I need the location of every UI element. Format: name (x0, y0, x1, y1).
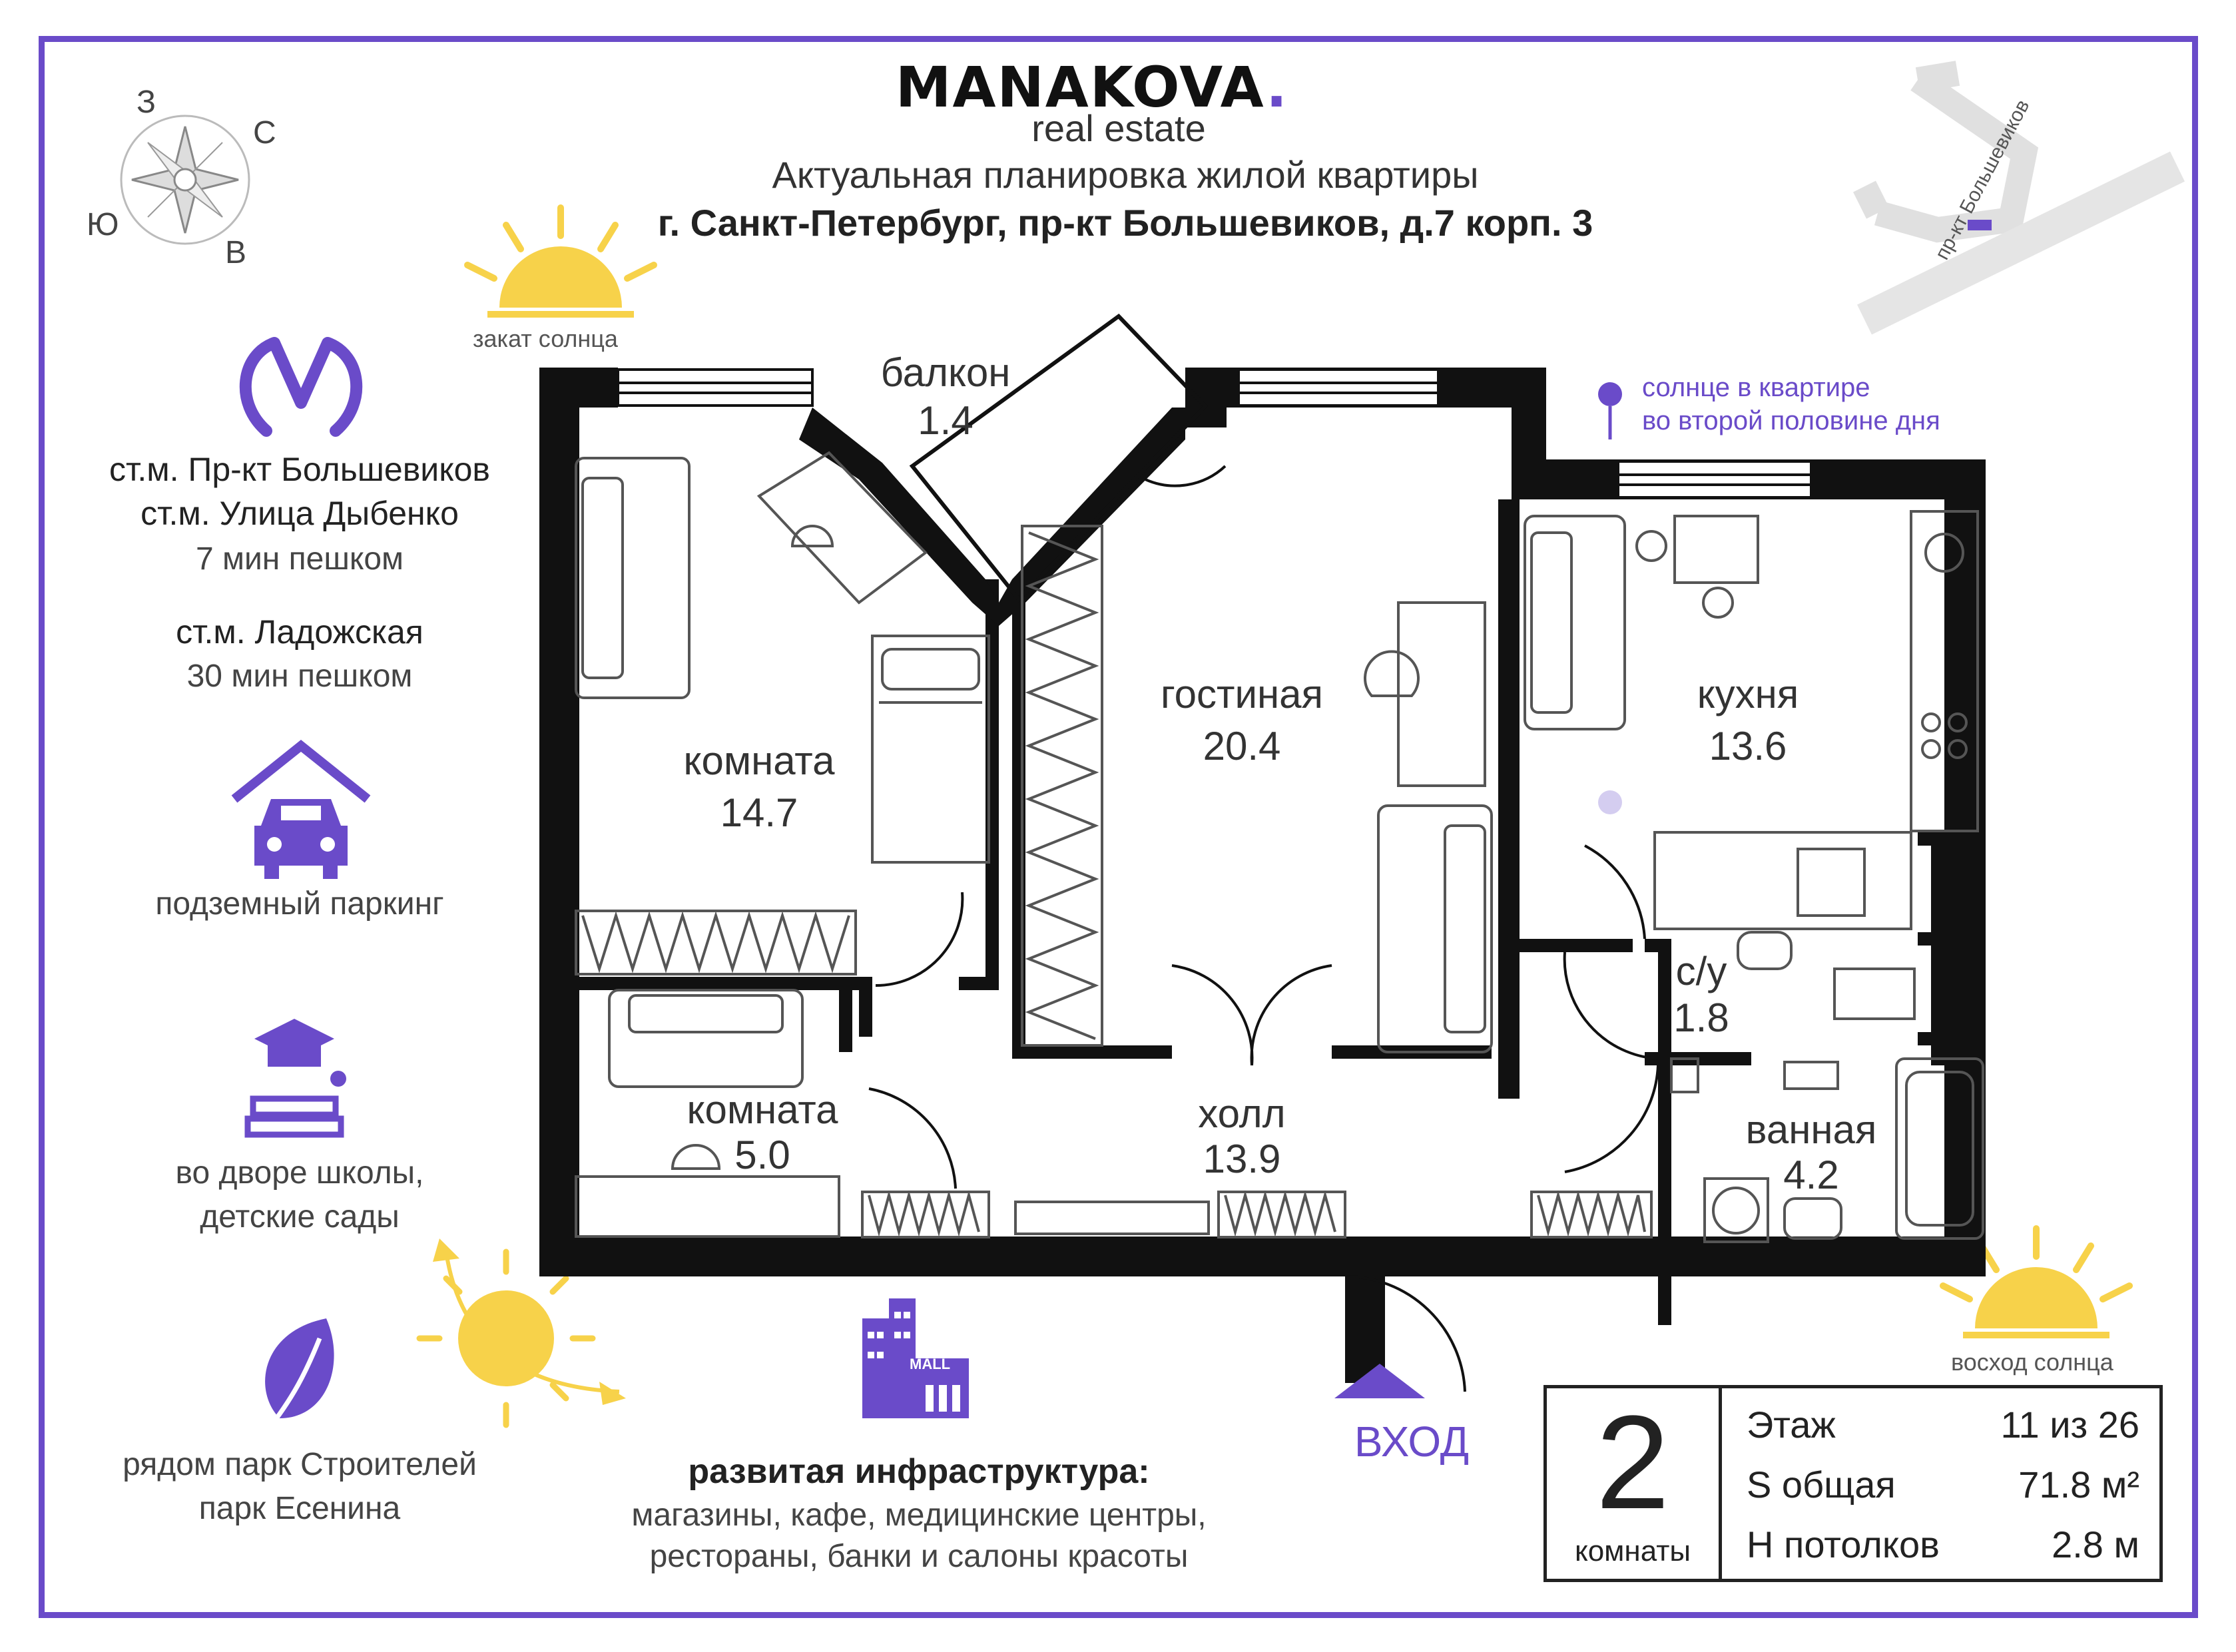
parking-car-icon (231, 740, 371, 879)
room-hall-area: 13.9 (1203, 1137, 1281, 1181)
infra-line-2: рестораны, банки и салоны красоты (649, 1539, 1189, 1574)
school-books-icon (244, 1019, 346, 1138)
rooms-count: 2 (1595, 1388, 1670, 1537)
balcony-outline (909, 314, 1209, 603)
entry-label: ВХОД (1354, 1418, 1470, 1466)
parking-label: подземный паркинг (155, 886, 444, 922)
summary-divider (1719, 1388, 1722, 1579)
street-map-icon (1853, 61, 2185, 335)
metro-station-3: ст.м. Ладожская (176, 613, 423, 651)
summary-box: 2 комнаты Этаж 11 из 26 S общая 71.8 м² … (1543, 1385, 2163, 1582)
brand-name: MANAKOVA (895, 55, 1266, 120)
mall-label: MALL (910, 1356, 951, 1372)
room-wc-name: с/у (1675, 949, 1727, 993)
sun-path-icon (416, 1239, 626, 1428)
ceiling-value: 2.8 м (2052, 1523, 2139, 1565)
metro-walk-2: 30 мин пешком (186, 659, 413, 694)
light-dot (1598, 790, 1622, 814)
room-bedroom-area: 14.7 (720, 790, 798, 835)
window-icons (617, 368, 1813, 499)
room-hall-name: холл (1198, 1091, 1286, 1136)
compass-north: С (253, 115, 276, 150)
room-bath-area: 4.2 (1783, 1153, 1839, 1197)
entry-arrow-icon (1334, 1364, 1425, 1398)
park-line-1: рядом парк Строителей (123, 1447, 477, 1482)
wardrobe-icons (575, 525, 1653, 1239)
brand-dot: . (1266, 55, 1289, 120)
park-line-2: парк Есенина (198, 1491, 401, 1526)
sunrise-label: восход солнца (1951, 1348, 2113, 1376)
balcony-door (1145, 465, 1227, 487)
room-bedroom-name: комната (683, 738, 835, 783)
room-kitchen-area: 13.6 (1709, 724, 1787, 768)
room-living-name: гостиная (1161, 672, 1323, 716)
mall-icon (862, 1298, 969, 1418)
sunset-icon (464, 204, 657, 318)
schools-line-2: детские сады (200, 1199, 400, 1235)
room-bath-name: ванная (1745, 1107, 1877, 1152)
brand-logo: MANAKOVA. (799, 55, 1385, 120)
rooms-count-label: комнаты (1574, 1535, 1691, 1567)
schools-line-1: во дворе школы, (175, 1155, 424, 1191)
area-label: S общая (1747, 1464, 1896, 1506)
door-arcs (868, 844, 1659, 1392)
room-small-name: комната (687, 1087, 838, 1132)
page-subtitle: Актуальная планировка жилой квартиры (772, 154, 1479, 196)
floor-label: Этаж (1747, 1404, 1836, 1446)
compass-rose-icon (120, 115, 250, 245)
page-address: г. Санкт-Петербург, пр-кт Большевиков, д… (657, 202, 1593, 244)
metro-station-2: ст.м. Улица Дыбенко (140, 495, 459, 532)
sun-note-line1: солнце в квартире (1642, 373, 1870, 402)
floor-value: 11 из 26 (2000, 1404, 2140, 1446)
metro-station-1: ст.м. Пр-кт Большевиков (109, 451, 490, 488)
compass-east: В (225, 235, 247, 270)
compass-south: Ю (87, 207, 119, 242)
page-frame (39, 36, 2198, 1618)
metro-icon (239, 337, 363, 437)
area-value: 71.8 м² (2018, 1464, 2139, 1506)
room-balcony-name: балкон (880, 350, 1011, 395)
room-small-area: 5.0 (734, 1133, 790, 1177)
room-living-area: 20.4 (1203, 724, 1281, 768)
location-pin-icon (1598, 382, 1622, 439)
compass-west: З (137, 85, 156, 120)
park-leaf-icon (264, 1318, 334, 1434)
room-balcony-area: 1.4 (918, 398, 974, 443)
infra-title: развитая инфраструктура: (688, 1452, 1150, 1491)
room-wc-area: 1.8 (1673, 995, 1729, 1040)
brand-sub: real estate (1031, 107, 1206, 149)
furniture-icons (575, 451, 1984, 1243)
infra-line-1: магазины, кафе, медицинские центры, (631, 1498, 1207, 1533)
sunrise-icon (1940, 1225, 2133, 1338)
metro-walk-1: 7 мин пешком (195, 541, 404, 577)
sun-note-line2: во второй половине дня (1642, 406, 1940, 435)
room-kitchen-name: кухня (1697, 672, 1799, 716)
sunset-label: закат солнца (473, 325, 618, 352)
ceiling-label: Н потолков (1747, 1523, 1940, 1565)
